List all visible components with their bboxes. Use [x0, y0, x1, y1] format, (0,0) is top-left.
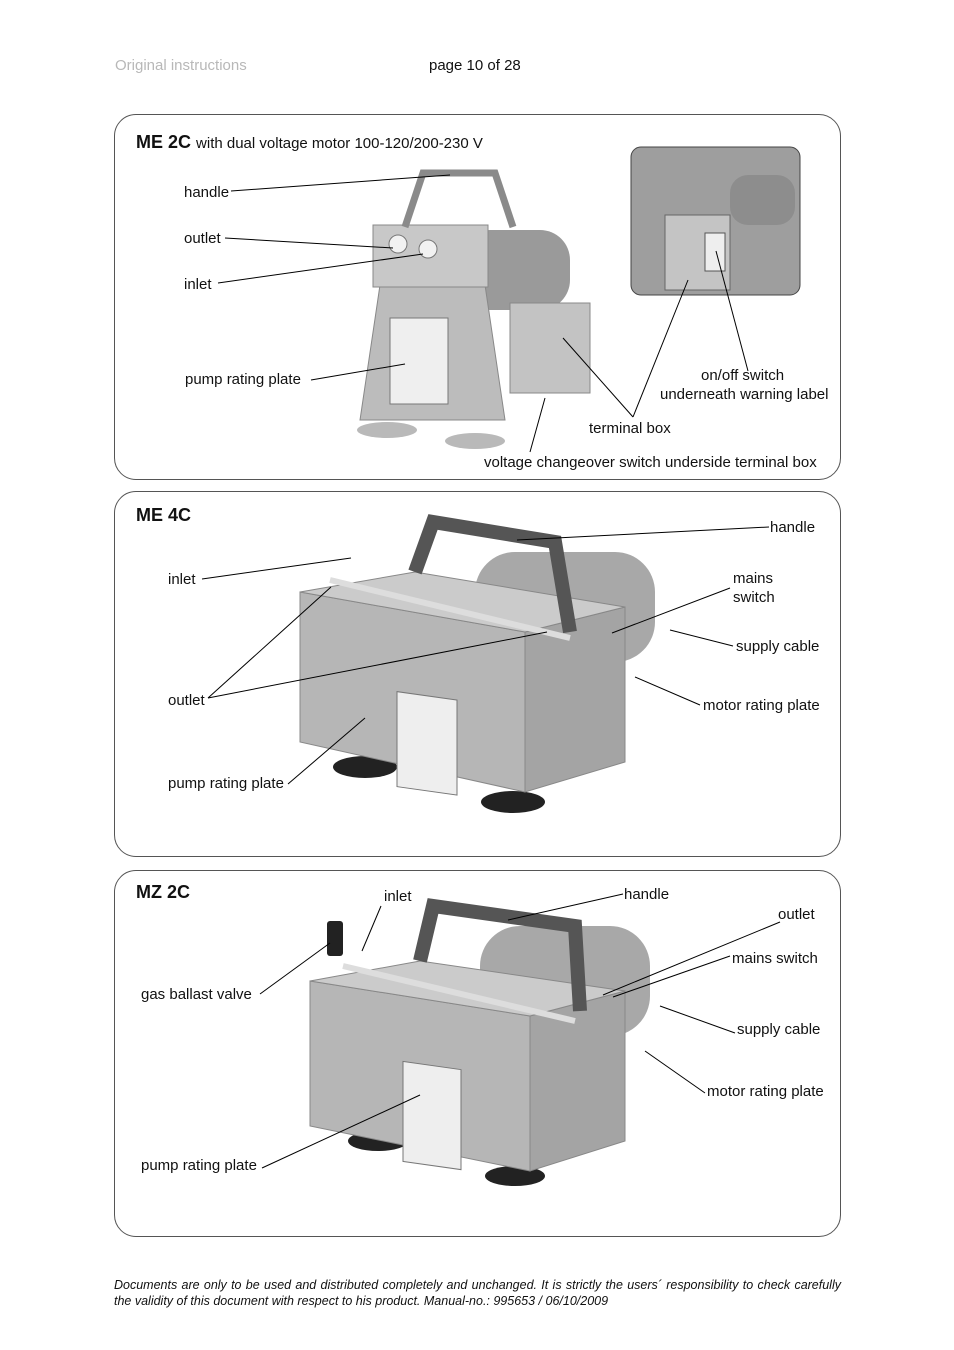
model-name: ME 4C — [136, 505, 192, 525]
label-onoff-switch-line1: on/off switch — [701, 367, 785, 384]
label-outlet: outlet — [184, 230, 221, 247]
panel-me4c: ME 4C handle inlet mains switch supply c… — [114, 491, 841, 857]
label-mains-switch-line2: switch — [733, 589, 775, 606]
pump-illustration-mz2c — [259, 893, 781, 1186]
label-inlet: inlet — [168, 571, 196, 588]
label-pump-rating-plate: pump rating plate — [168, 775, 284, 792]
label-motor-rating-plate: motor rating plate — [707, 1083, 824, 1100]
page-number: page 10 of 28 — [429, 57, 521, 74]
header-document-type: Original instructions — [115, 57, 247, 74]
panel-me2c: ME 2C with dual voltage motor 100-120/20… — [114, 114, 841, 480]
label-handle: handle — [624, 886, 670, 903]
model-subtitle: with dual voltage motor 100-120/200-230 … — [196, 135, 483, 152]
label-supply-cable: supply cable — [736, 638, 820, 655]
label-inlet: inlet — [184, 276, 212, 293]
label-onoff-switch-line2: underneath warning label — [660, 386, 829, 403]
label-terminal-box: terminal box — [589, 420, 671, 437]
footer-disclaimer: Documents are only to be used and distri… — [114, 1278, 841, 1308]
label-pump-rating-plate: pump rating plate — [141, 1157, 257, 1174]
label-mains-switch: mains switch — [732, 950, 818, 967]
model-name: ME 2C — [136, 132, 192, 152]
label-handle: handle — [184, 184, 230, 201]
label-voltage-changeover-switch: voltage changeover switch underside term… — [484, 454, 817, 471]
pump-illustration-me4c — [201, 514, 770, 813]
label-outlet: outlet — [778, 906, 815, 923]
label-gas-ballast-valve: gas ballast valve — [141, 986, 252, 1003]
label-inlet: inlet — [384, 888, 412, 905]
pump-illustration-me2c — [217, 146, 801, 453]
model-name: MZ 2C — [136, 882, 190, 902]
label-handle: handle — [770, 519, 816, 536]
label-outlet: outlet — [168, 692, 205, 709]
panel-title: ME 2C with dual voltage motor 100-120/20… — [136, 132, 483, 153]
label-supply-cable: supply cable — [737, 1021, 821, 1038]
label-mains-switch-line1: mains — [733, 570, 774, 587]
label-pump-rating-plate: pump rating plate — [185, 371, 301, 388]
panel-mz2c: MZ 2C inlet handle outlet mains switch g… — [114, 870, 841, 1237]
label-motor-rating-plate: motor rating plate — [703, 697, 820, 714]
